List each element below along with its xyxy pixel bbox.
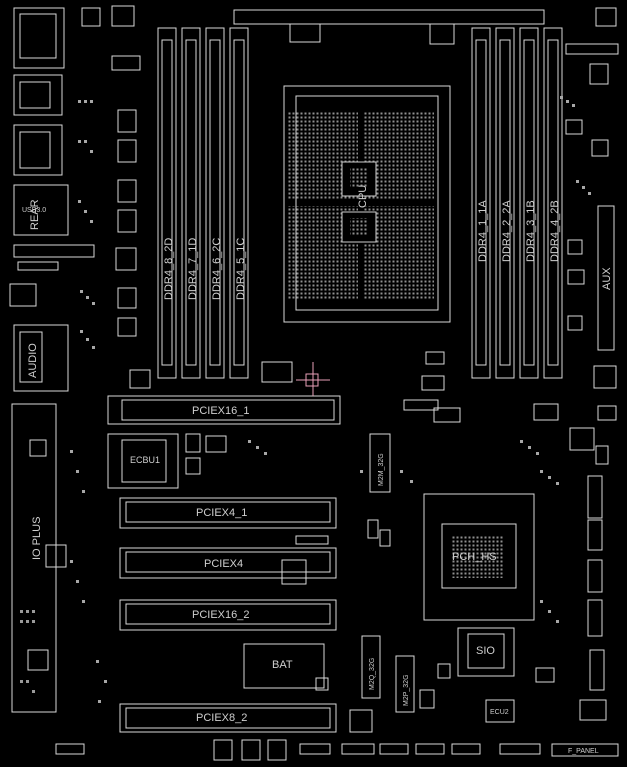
audio-connector (13, 324, 69, 392)
pcie-slot: PCIEX4 (119, 547, 337, 585)
audio-label: AUDIO (27, 343, 39, 378)
pcie-slot: PCIEX16_2 (119, 599, 337, 631)
svg-text:PCIEX16_2: PCIEX16_2 (192, 609, 249, 621)
crosshair-marker (296, 362, 330, 396)
svg-text:DDR4_8_2D: DDR4_8_2D (163, 238, 175, 300)
svg-text:ECU2: ECU2 (490, 709, 509, 716)
aux-connector: AUX (597, 205, 615, 351)
vrm-left-column (115, 109, 151, 389)
svg-text:DDR4_6_2C: DDR4_6_2C (211, 238, 223, 300)
svg-text:DDR4_7_1D: DDR4_7_1D (187, 238, 199, 300)
pcie-slot: PCIEX16_1 (107, 395, 341, 425)
dimm-slot: DDR4_5_1C (229, 27, 249, 379)
svg-text:M2M_32G: M2M_32G (378, 453, 385, 486)
dimm-left-group: DDR4_8_2D DDR4_7_1D DDR4_6_2C DDR4_5_1C (157, 27, 249, 379)
dimm-slot: DDR4_3_1B (519, 27, 539, 379)
svg-text:DDR4_3_1B: DDR4_3_1B (525, 200, 537, 262)
ecu-small: ECU2 (485, 699, 515, 723)
sio-chip: SIO (457, 627, 515, 677)
svg-text:M2P_32G: M2P_32G (403, 674, 410, 706)
rear-label: REAR (29, 199, 41, 230)
svg-text:PCIEX4_1: PCIEX4_1 (196, 507, 247, 519)
dimm-slot: DDR4_8_2D (157, 27, 177, 379)
rear-io-group: USB3.0 REAR AUDIO IO PLUS (9, 7, 95, 713)
svg-text:AUX: AUX (601, 267, 613, 290)
dimm-right-group: DDR4_1_1A DDR4_2_2A DDR4_3_1B DDR4_4_2B (471, 27, 563, 379)
io-plus-block (11, 403, 57, 713)
dimm-slot: DDR4_6_2C (205, 27, 225, 379)
svg-text:ECBU1: ECBU1 (130, 455, 160, 465)
m2-m-slot: M2M_32G (369, 433, 391, 493)
dimm-slot: DDR4_2_2A (495, 27, 515, 379)
component-pads (70, 96, 591, 703)
m2-q-slot: M2Q_32G (361, 635, 381, 699)
pcie-slot: PCIEX4_1 (119, 497, 337, 529)
rear-usb-label: USB3.0 (22, 207, 46, 214)
dimm-slot: DDR4_7_1D (181, 27, 201, 379)
m2-p-slot: M2P_32G (395, 655, 415, 713)
svg-text:PCIEX4: PCIEX4 (204, 558, 243, 570)
vrm-top (81, 5, 619, 85)
battery: BAT (243, 643, 329, 691)
right-headers (579, 475, 607, 721)
svg-text:DDR4_1_1A: DDR4_1_1A (477, 200, 489, 262)
dimm-slot: DDR4_4_2B (543, 27, 563, 379)
svg-text:PCH_HS: PCH_HS (452, 551, 497, 563)
pch-chipset: PCH_HS (423, 493, 535, 621)
svg-text:SIO: SIO (476, 645, 495, 657)
dimm-slot: DDR4_1_1A (471, 27, 491, 379)
right-edge-parts (565, 119, 617, 465)
cpu-socket: CPU (283, 85, 451, 323)
cpu-label: CPU (357, 185, 369, 208)
svg-text:DDR4_2_2A: DDR4_2_2A (501, 200, 513, 262)
io-plus-label: IO PLUS (31, 517, 43, 560)
rear-usb-connector (13, 184, 69, 236)
pcie-slot: PCIEX8_2 (119, 703, 337, 733)
svg-text:BAT: BAT (272, 659, 293, 671)
svg-text:DDR4_4_2B: DDR4_4_2B (549, 200, 561, 262)
svg-text:DDR4_5_1C: DDR4_5_1C (235, 238, 247, 300)
front-panel-header: F_PANEL (551, 743, 619, 757)
svg-text:PCIEX8_2: PCIEX8_2 (196, 712, 247, 724)
misc-parts (261, 351, 559, 733)
ecbu-chip: ECBU1 (107, 433, 227, 489)
svg-text:M2Q_32G: M2Q_32G (369, 658, 376, 690)
svg-text:F_PANEL: F_PANEL (568, 748, 599, 755)
svg-text:PCIEX16_1: PCIEX16_1 (192, 405, 249, 417)
bottom-connectors (55, 739, 541, 761)
